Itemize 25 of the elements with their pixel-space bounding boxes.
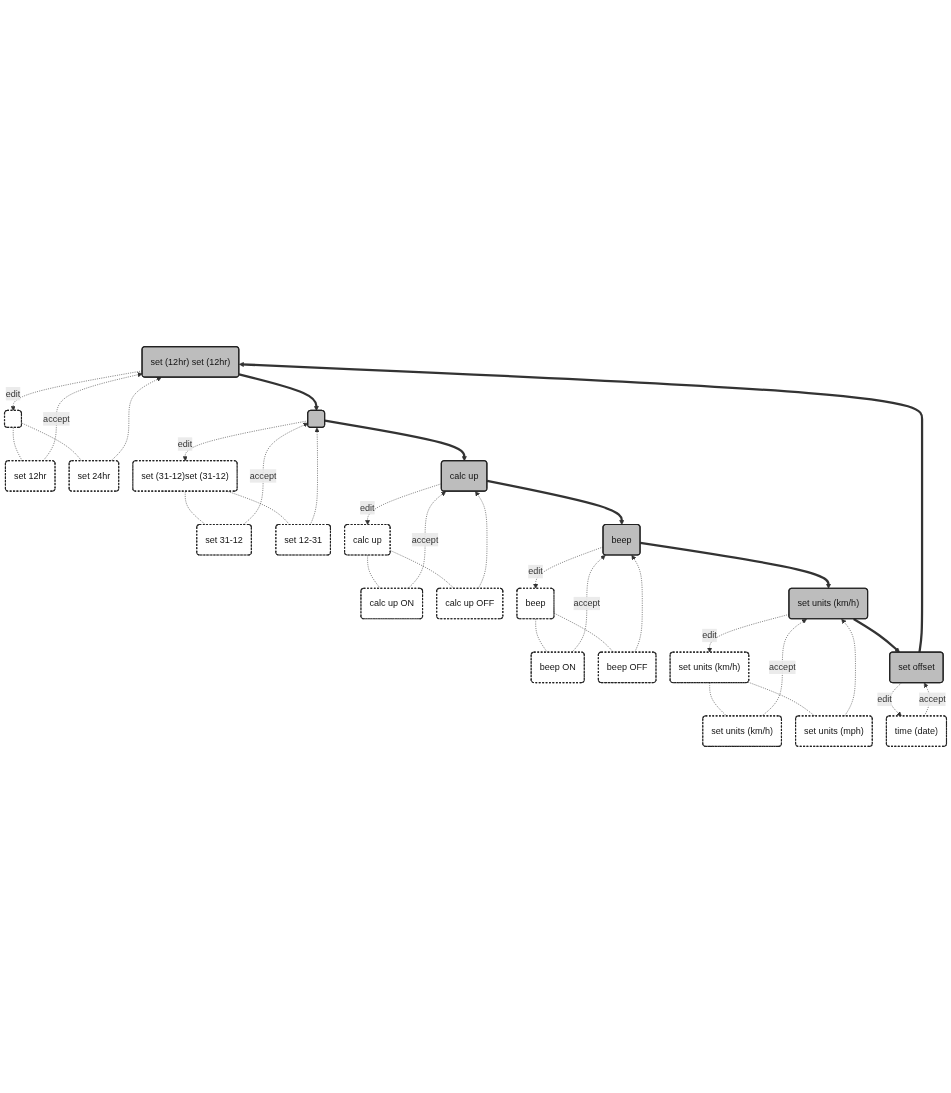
edge-label: edit xyxy=(177,438,193,449)
connector xyxy=(553,612,614,653)
edge-label: edit xyxy=(877,694,892,704)
edge-label: accept xyxy=(573,598,601,609)
edge-label: accept xyxy=(249,470,277,481)
edge-label: edit xyxy=(702,630,717,640)
connector xyxy=(535,618,548,653)
edge-label: accept xyxy=(769,662,796,672)
arrow xyxy=(238,373,319,411)
connector xyxy=(184,491,206,526)
connector xyxy=(367,554,381,589)
connector xyxy=(747,681,816,717)
connector xyxy=(390,550,455,589)
edge-label: edit xyxy=(528,566,543,577)
arrow xyxy=(486,479,625,525)
connector xyxy=(12,427,23,462)
connector xyxy=(21,422,82,462)
arrow xyxy=(640,541,831,589)
arrow xyxy=(853,618,900,653)
edge-label: edit xyxy=(360,502,375,513)
edge-label: accept xyxy=(411,534,439,545)
arrow xyxy=(324,419,467,462)
edge-label: edit xyxy=(5,388,21,399)
edge-label: accept xyxy=(43,413,70,424)
edge-label: accept xyxy=(919,694,946,704)
